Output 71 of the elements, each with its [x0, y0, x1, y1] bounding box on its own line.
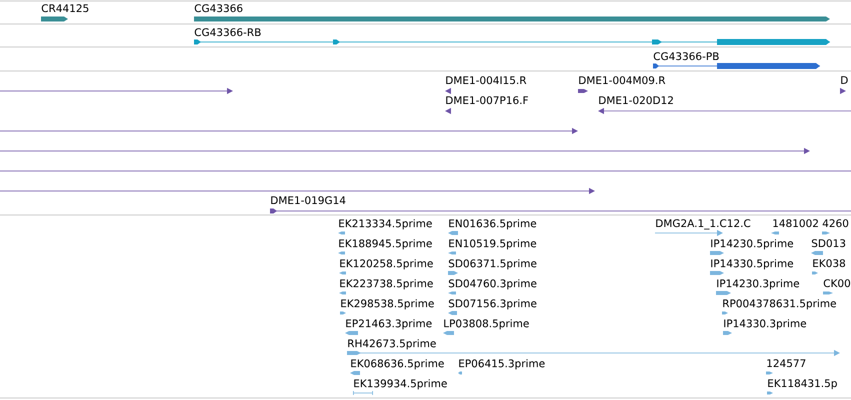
gene-feature: RP004378631.5prime: [722, 299, 836, 314]
gene-feature: EN10519.5prime: [448, 239, 536, 254]
node-label: SD013: [812, 239, 846, 248]
gene-feature: EK213334.5prime: [338, 219, 432, 234]
node-label: EK120258.5prime: [340, 259, 433, 270]
gene-feature: IP14330.3prime: [723, 319, 806, 335]
node-label: 1481002: [773, 219, 818, 228]
gene-feature: CG43366: [194, 4, 830, 22]
node-label: EK298538.5prime: [341, 299, 434, 310]
gene-feature: DME1-019G14: [270, 196, 851, 214]
gene-feature: CG43366-RB: [194, 28, 830, 45]
node-label: IP14230.5prime: [711, 239, 794, 250]
gene-feature: EK139934.5prime: [353, 379, 447, 396]
node-label: D: [841, 76, 848, 84]
node-label: RP004378631.5prime: [723, 299, 836, 310]
gene-feature: 1481002: [771, 219, 818, 234]
gene-feature: SD04760.3prime: [448, 279, 536, 294]
node-label: CK00: [824, 279, 850, 288]
node-label: CG43366-RB: [194, 28, 261, 36]
gene-feature: LP03808.5prime: [443, 319, 529, 335]
node-label: EN10519.5prime: [449, 239, 536, 250]
node-label: SD06371.5prime: [448, 259, 536, 270]
node-label: IP14330.3prime: [724, 319, 806, 330]
gene-feature: EK038: [812, 259, 846, 274]
gene-feature: CK00: [823, 279, 850, 294]
node-label: SD07156.3prime: [448, 299, 536, 310]
node-label: 4260: [822, 219, 848, 228]
gene-feature: SD07156.3prime: [448, 299, 536, 315]
node-label: EK118431.5p: [768, 379, 837, 390]
node-label: EK213334.5prime: [339, 219, 432, 230]
gene-feature: IP14330.5prime: [710, 259, 794, 275]
gene-feature: EK118431.5p: [767, 379, 837, 394]
node-label: EK038: [813, 259, 846, 268]
gene-feature: 124577: [766, 359, 806, 374]
node-label: EK188945.5prime: [339, 239, 432, 250]
node-label: EK068636.5prime: [351, 359, 444, 370]
gene-feature: EK223738.5prime: [339, 279, 433, 294]
node-label: SD04760.3prime: [448, 279, 536, 290]
node-label: LP03808.5prime: [444, 319, 529, 330]
gene-feature: IP14230.5prime: [710, 239, 794, 255]
node-label: EN01636.5prime: [449, 219, 536, 230]
node-label: CG43366: [194, 4, 242, 12]
gene-feature: EN01636.5prime: [448, 219, 536, 235]
node-label: EP06415.3prime: [459, 359, 545, 370]
gene-feature: IP14230.3prime: [716, 279, 800, 295]
gene-feature: 4260: [822, 219, 848, 234]
gene-feature: SD06371.5prime: [448, 259, 536, 275]
gene-feature: EK068636.5prime: [350, 359, 444, 375]
gene-feature: EK298538.5prime: [340, 299, 434, 314]
gene-feature: EP21463.3prime: [345, 319, 432, 335]
node-label: IP14230.3prime: [717, 279, 800, 290]
node-label: CG43366-PB: [654, 52, 719, 60]
node-label: 124577: [767, 359, 806, 368]
gene-feature: EP06415.3prime: [458, 359, 545, 374]
node-label: DME1-007P16.F: [446, 96, 528, 104]
node-label: EP21463.3prime: [346, 319, 432, 330]
gene-feature: EK188945.5prime: [338, 239, 432, 254]
node-label: CR44125: [42, 4, 88, 12]
gene-feature: EK120258.5prime: [339, 259, 433, 274]
node-label: DME1-004M09.R: [579, 76, 666, 84]
gene-feature: CG43366-PB: [652, 52, 820, 69]
node-label: EK223738.5prime: [340, 279, 433, 290]
gene-feature: SD013: [811, 239, 846, 255]
node-label: DME1-004I15.R: [446, 76, 526, 84]
gene-feature: CR44125: [41, 4, 88, 22]
node-label: DME1-020D12: [599, 96, 673, 104]
node-label: IP14330.5prime: [711, 259, 794, 270]
gene-feature: DME1-004M09.R: [578, 76, 666, 93]
node-label: RH42673.5prime: [348, 339, 436, 350]
node-label: DMG2A.1_1.C12.C: [656, 219, 750, 230]
node-label: DME1-019G14: [271, 196, 346, 204]
